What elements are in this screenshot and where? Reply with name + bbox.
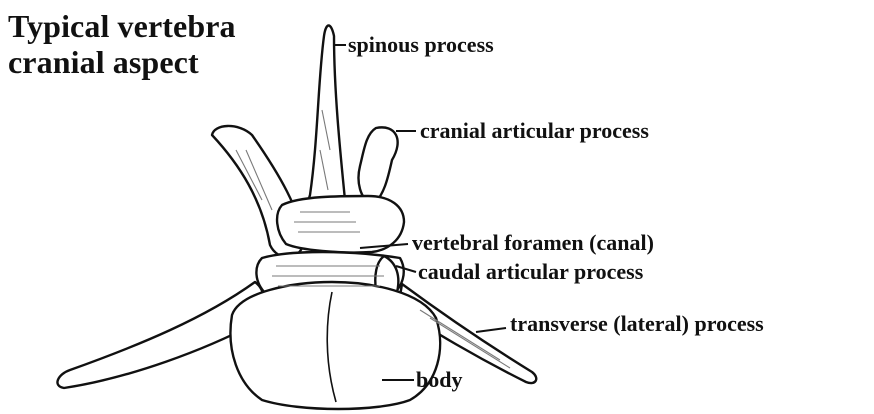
shade-right-tp-2 bbox=[430, 318, 510, 368]
cranial-articular-process bbox=[359, 127, 398, 206]
label-caudal-articular-process: caudal articular process bbox=[418, 260, 643, 284]
label-vertebral-foramen: vertebral foramen (canal) bbox=[412, 231, 654, 255]
leader-transverse bbox=[476, 328, 506, 332]
label-spinous-process: spinous process bbox=[348, 33, 494, 57]
label-body: body bbox=[416, 368, 462, 392]
vertebral-arch bbox=[277, 196, 404, 253]
label-cranial-articular-process: cranial articular process bbox=[420, 119, 649, 143]
vertebral-body bbox=[230, 282, 440, 409]
label-transverse-process: transverse (lateral) process bbox=[510, 312, 764, 336]
